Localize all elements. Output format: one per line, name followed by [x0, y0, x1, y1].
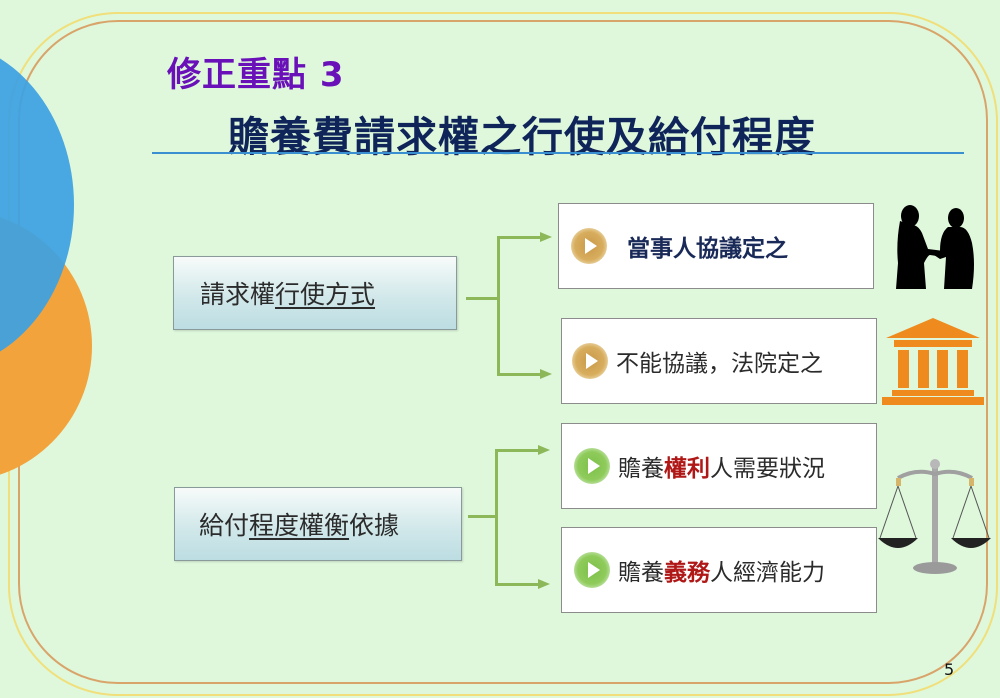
balance-scale-icon: [878, 459, 991, 574]
play-bullet-icon: [574, 552, 610, 588]
handshake-silhouette-icon: [896, 205, 974, 289]
arrow-head-icon: [540, 369, 552, 379]
arrow-head-icon: [538, 445, 550, 455]
play-bullet-icon: [574, 448, 610, 484]
connector-spine: [495, 449, 498, 585]
target-text: 不能協議，法院定之: [616, 351, 823, 377]
source-text-underlined: 程度權衡: [249, 511, 350, 540]
source-text-after: 依據: [349, 511, 400, 540]
target-box-court-decides: 不能協議，法院定之: [561, 318, 877, 404]
target-text-pre: 贍養: [618, 456, 664, 482]
source-box-payment-basis: 給付程度權衡依據: [174, 487, 462, 561]
play-bullet-icon: [572, 343, 608, 379]
target-text-post: 人經濟能力: [710, 560, 825, 586]
target-box-obligee-needs: 贍養權利人需要狀況: [561, 423, 877, 509]
arrow-head-icon: [540, 232, 552, 242]
source-text-before: 給付: [199, 511, 250, 540]
play-bullet-icon: [571, 228, 607, 264]
source-text-plain: 請求權: [200, 280, 276, 309]
target-text-highlight: 權利: [664, 456, 710, 482]
connector-branch: [495, 449, 538, 452]
target-text-post: 人需要狀況: [710, 456, 825, 482]
target-text: 當事人協議定之: [627, 236, 788, 262]
page-number: 5: [944, 660, 955, 679]
source-box-claim-method: 請求權行使方式: [173, 256, 457, 330]
slide-subtitle: 修正重點 3: [167, 55, 345, 95]
target-text-pre: 贍養: [618, 560, 664, 586]
title-underline-rule: [152, 152, 964, 154]
connector-stem: [468, 515, 496, 518]
target-box-mutual-agreement: 當事人協議定之: [558, 203, 874, 289]
connector-branch: [495, 583, 538, 586]
arrow-head-icon: [538, 579, 550, 589]
connector-stem: [466, 297, 497, 300]
source-text-underlined: 行使方式: [275, 280, 376, 309]
connector-spine: [497, 236, 500, 376]
slide-title: 贍養費請求權之行使及給付程度: [228, 113, 816, 161]
connector-branch: [497, 373, 540, 376]
connector-branch: [497, 236, 540, 239]
target-text-highlight: 義務: [664, 560, 710, 586]
target-box-obligor-ability: 贍養義務人經濟能力: [561, 527, 877, 613]
courthouse-icon: [882, 318, 984, 405]
